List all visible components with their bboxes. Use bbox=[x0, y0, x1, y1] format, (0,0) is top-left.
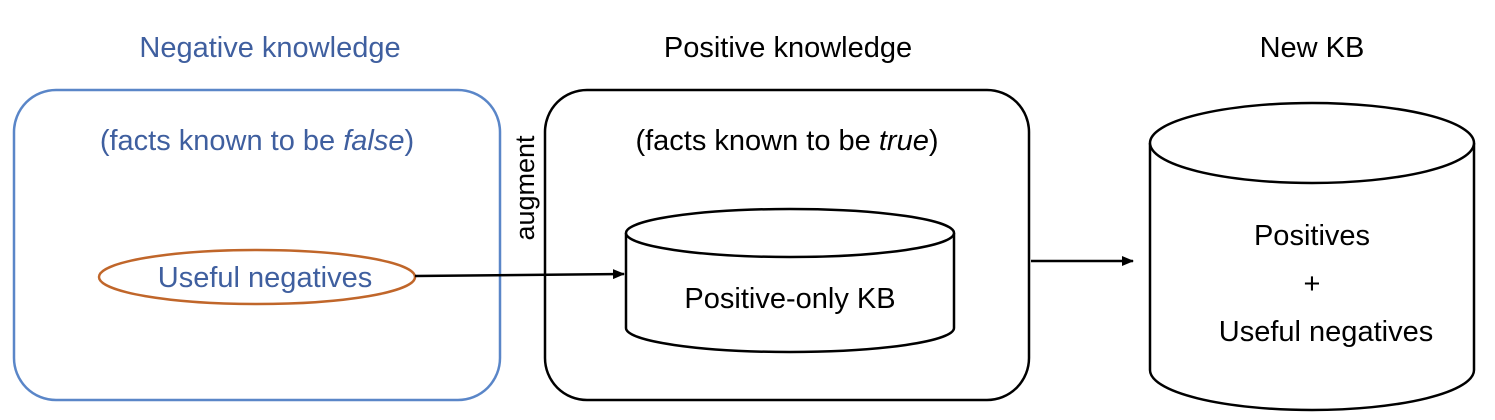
new-kb-cylinder-top bbox=[1148, 101, 1476, 185]
new-kb-plus-label: + bbox=[1304, 268, 1321, 300]
positive-only-kb-cylinder-top bbox=[624, 207, 956, 259]
new-kb-useful-negatives-label: Useful negatives bbox=[1219, 316, 1433, 348]
positive-subtitle-suffix: ) bbox=[929, 125, 939, 157]
negative-knowledge-panel: Negative knowledge (facts known to be fa… bbox=[12, 32, 502, 402]
negative-knowledge-subtitle: (facts known to be false) bbox=[100, 125, 414, 157]
augment-arrow bbox=[414, 269, 625, 280]
positive-knowledge-subtitle: (facts known to be true) bbox=[635, 125, 938, 157]
new-kb-heading: New KB bbox=[1260, 32, 1365, 64]
positive-subtitle-prefix: (facts known to be bbox=[635, 125, 878, 157]
positive-subtitle-italic: true bbox=[879, 125, 929, 157]
useful-negatives-oval bbox=[97, 248, 417, 306]
new-kb-cylinder: Positives + Useful negatives bbox=[1148, 101, 1476, 412]
negative-subtitle-prefix: (facts known to be bbox=[100, 125, 343, 157]
positive-knowledge-box bbox=[543, 88, 1031, 402]
new-kb-positives-label: Positives bbox=[1254, 220, 1370, 252]
augment-label: augment bbox=[510, 135, 540, 241]
positive-only-kb-label: Positive-only KB bbox=[684, 283, 895, 315]
negative-subtitle-italic: false bbox=[343, 125, 404, 157]
negative-knowledge-heading: Negative knowledge bbox=[139, 32, 400, 64]
positive-only-kb-cylinder: Positive-only KB bbox=[624, 207, 956, 354]
new-kb-cylinder-body bbox=[1148, 143, 1476, 412]
positive-knowledge-panel: Positive knowledge (facts known to be tr… bbox=[543, 32, 1031, 402]
negative-knowledge-box bbox=[12, 88, 502, 402]
positive-knowledge-heading: Positive knowledge bbox=[664, 32, 912, 64]
positive-only-kb-cylinder-body bbox=[624, 233, 956, 354]
new-kb-panel: New KB Positives + Useful negatives bbox=[1148, 32, 1476, 412]
negative-subtitle-suffix: ) bbox=[405, 125, 415, 157]
useful-negatives-label: Useful negatives bbox=[158, 262, 372, 294]
